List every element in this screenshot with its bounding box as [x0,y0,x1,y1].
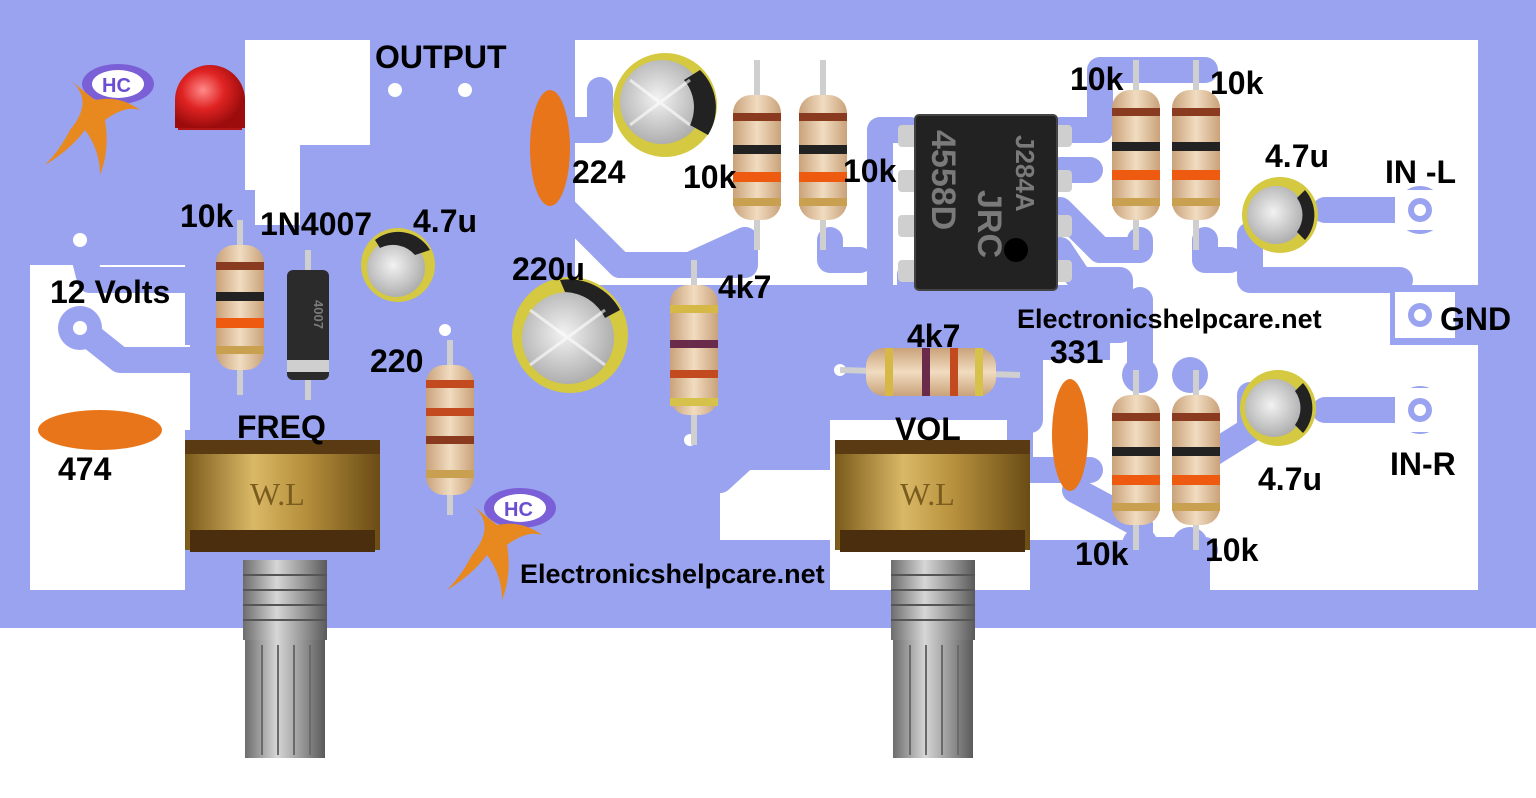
resistor-10k-right-top2 [1172,60,1220,250]
resistor-10k-right-top1 [1112,60,1160,250]
chip-line2: JRC [970,190,1008,258]
label-cap-47u-in-r: 4.7u [1258,461,1322,497]
resistor-4k7-b [839,348,1021,396]
capacitor-47u-in-l [1242,177,1318,253]
label-r-10k-right-top2: 10k [1210,65,1264,101]
label-freq: FREQ [237,409,326,445]
capacitor-470u-top [613,53,717,157]
resistor-10k-left [216,220,264,395]
capacitor-47u-in-r [1240,370,1316,446]
label-cap-47u-left: 4.7u [413,203,477,239]
potentiometer-vol: W.L [835,440,1030,758]
label-r-10k-left: 10k [180,198,234,234]
label-cap-47u-in-l: 4.7u [1265,138,1329,174]
pot-marking-vol: W.L [900,476,955,512]
resistor-220 [426,340,474,515]
label-r-220: 220 [370,343,423,379]
label-in-r: IN-R [1390,446,1456,482]
capacitor-47u-left [361,228,435,302]
label-r-4k7-a: 4k7 [718,269,771,305]
ceramic-cap-474 [38,410,162,450]
resistor-4k7-a [670,260,718,445]
diode-1n4007: 4007 [287,250,329,400]
resistor-10k-top1 [733,60,781,250]
label-r-4k7-b: 4k7 [907,318,960,354]
label-vol: VOL [895,411,961,447]
label-r-10k-top1: 10k [683,159,737,195]
label-cap-220u: 220u [512,251,585,287]
ic-4558d: 4558D JRC J284A [898,114,1072,291]
label-in-l: IN -L [1385,154,1456,190]
resistor-10k-top2 [799,60,847,250]
ceramic-cap-331 [1052,379,1088,491]
label-cap-331: 331 [1050,334,1103,370]
capacitor-220u [512,277,628,393]
label-r-10k-bottom2: 10k [1205,532,1259,568]
ceramic-cap-224 [530,90,570,206]
label-r-10k-top2: 10k [843,153,897,189]
resistor-10k-bottom2 [1172,370,1220,550]
label-website-1: Electronicshelpcare.net [1017,304,1322,334]
ehc-logo-top: HC [45,64,154,175]
label-website-2: Electronicshelpcare.net [520,559,825,589]
resistor-10k-bottom1 [1112,370,1160,550]
label-gnd: GND [1440,301,1511,337]
label-12-volts: 12 Volts [50,274,170,310]
led [175,65,245,130]
label-diode: 1N4007 [260,206,372,242]
label-r-10k-right-top1: 10k [1070,61,1124,97]
logo-text-top: HC [102,75,131,97]
pot-marking-freq: W.L [250,476,305,512]
ehc-logo-bottom: HC [447,488,556,600]
chip-line1: 4558D [924,130,962,230]
label-cap-474: 474 [58,451,112,487]
chip-line3: J284A [1010,135,1040,212]
label-r-10k-bottom1: 10k [1075,536,1129,572]
diode-marking: 4007 [311,300,326,329]
label-output: OUTPUT [375,39,507,75]
potentiometer-freq: W.L [185,440,380,758]
logo-text-bottom: HC [504,499,533,521]
label-cap-224: 224 [572,154,626,190]
